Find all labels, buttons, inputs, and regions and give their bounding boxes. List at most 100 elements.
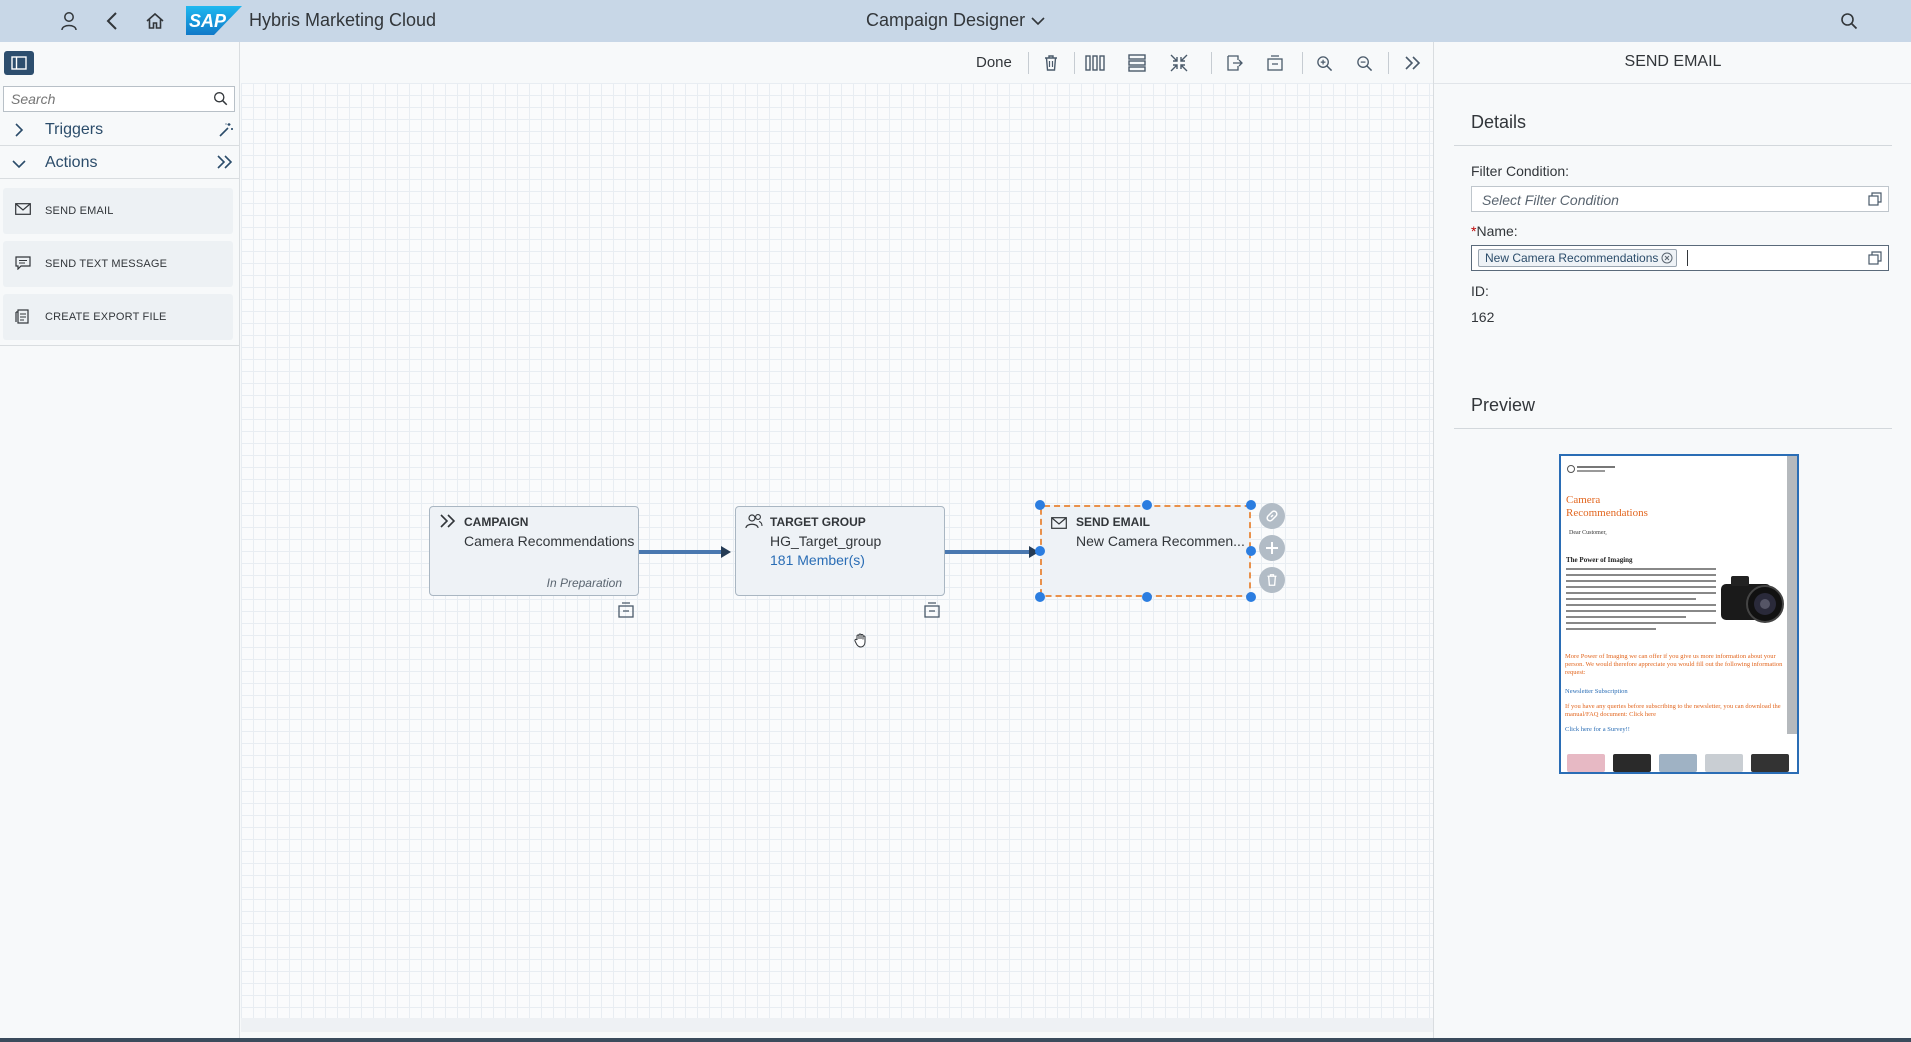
sidebar-toggle-button[interactable]: [4, 51, 34, 75]
filter-condition-field[interactable]: Select Filter Condition: [1471, 186, 1889, 212]
columns-icon: [1085, 55, 1105, 71]
name-label-text: Name:: [1476, 223, 1518, 239]
node-status: In Preparation: [546, 576, 622, 590]
panel-title: SEND EMAIL: [1624, 53, 1722, 70]
preview-survey-link: Click here for a Survey!!: [1565, 726, 1630, 733]
search-icon[interactable]: [1836, 8, 1862, 34]
expand-box-icon: [1227, 55, 1243, 71]
preview-title: Preview: [1471, 395, 1536, 415]
preview-queries-text: If you have any queries before subscribi…: [1565, 703, 1781, 718]
canvas-scrollbar[interactable]: [241, 1018, 1433, 1032]
align-columns-button[interactable]: [1083, 52, 1107, 74]
envelope-icon: [15, 203, 31, 215]
node-send-email[interactable]: SEND EMAIL New Camera Recommen...: [1040, 505, 1251, 597]
divider: [0, 345, 240, 346]
link-node-button[interactable]: [1259, 503, 1285, 529]
toolbar-separator: [1028, 52, 1029, 74]
user-profile-icon[interactable]: [56, 8, 82, 34]
filter-condition-placeholder: Select Filter Condition: [1482, 192, 1619, 208]
name-token[interactable]: New Camera Recommendations: [1478, 249, 1678, 267]
sap-logo[interactable]: SAP: [186, 6, 242, 35]
align-rows-button[interactable]: [1125, 52, 1149, 74]
rows-icon: [1128, 54, 1146, 72]
value-help-icon[interactable]: [1868, 251, 1882, 265]
people-icon: [745, 514, 763, 529]
preview-greeting: Dear Customer,: [1569, 530, 1607, 536]
value-help-icon[interactable]: [1868, 192, 1882, 206]
node-member-count[interactable]: 181 Member(s): [770, 552, 865, 568]
connector-line[interactable]: [943, 550, 1033, 554]
double-chevron-right-icon[interactable]: [216, 155, 234, 169]
done-button[interactable]: Done: [976, 54, 1012, 71]
back-icon[interactable]: [99, 8, 125, 34]
resize-handle[interactable]: [1246, 546, 1256, 556]
resize-handle[interactable]: [1035, 592, 1045, 602]
name-token-text: New Camera Recommendations: [1485, 251, 1659, 265]
action-send-email[interactable]: SEND EMAIL: [3, 188, 233, 234]
campaign-designer-menu[interactable]: Campaign Designer: [866, 10, 1045, 31]
double-chevron-right-icon: [440, 514, 456, 528]
details-title: Details: [1471, 112, 1527, 132]
email-preview[interactable]: Camera Recommendations Dear Customer, Th…: [1559, 454, 1799, 774]
tree-group-actions[interactable]: Actions: [0, 147, 240, 179]
delete-node-button[interactable]: [1259, 567, 1285, 593]
more-button[interactable]: [1401, 52, 1425, 74]
preview-body-text: [1566, 568, 1716, 634]
chevron-right-icon: [15, 123, 24, 137]
collapse-box-icon: [1267, 55, 1283, 71]
resize-handle[interactable]: [1246, 592, 1256, 602]
palette-search[interactable]: [3, 86, 235, 112]
envelope-icon: [1051, 517, 1067, 529]
preview-scrollbar[interactable]: [1787, 456, 1797, 734]
app-title: Hybris Marketing Cloud: [249, 10, 437, 30]
resize-handle[interactable]: [1246, 500, 1256, 510]
export-file-icon: [15, 309, 29, 324]
resize-handle[interactable]: [1142, 500, 1152, 510]
action-label: SEND EMAIL: [45, 205, 114, 217]
search-input[interactable]: [4, 87, 204, 111]
action-create-export-file[interactable]: CREATE EXPORT FILE: [3, 294, 233, 340]
id-value: 162: [1471, 309, 1495, 325]
expand-node-button[interactable]: [1223, 52, 1247, 74]
resize-handle[interactable]: [1142, 592, 1152, 602]
bottom-bar: [0, 1038, 1911, 1042]
name-field[interactable]: New Camera Recommendations: [1471, 245, 1889, 271]
node-name: New Camera Recommen...: [1076, 533, 1245, 549]
zoom-out-button[interactable]: [1352, 52, 1376, 74]
panel-icon: [11, 56, 27, 70]
preview-headline: Camera Recommendations: [1566, 494, 1648, 519]
search-icon[interactable]: [213, 91, 228, 106]
toolbar-separator: [1388, 52, 1389, 74]
connector-arrow: [1029, 546, 1039, 558]
filter-condition-label: Filter Condition:: [1471, 163, 1570, 179]
link-icon: [1266, 510, 1278, 522]
toolbar-separator: [1074, 52, 1075, 74]
magic-wand-icon[interactable]: [218, 122, 234, 138]
node-collapse-icon[interactable]: [924, 602, 940, 618]
node-campaign[interactable]: CAMPAIGN Camera Recommendations In Prepa…: [429, 506, 639, 596]
collapse-node-button[interactable]: [1263, 52, 1287, 74]
connector-line[interactable]: [637, 550, 725, 554]
tree-group-triggers[interactable]: Triggers: [0, 114, 240, 146]
add-node-button[interactable]: [1259, 535, 1285, 561]
preview-camera-thumbnails: [1567, 754, 1795, 772]
resize-handle[interactable]: [1035, 546, 1045, 556]
page-title: Campaign Designer: [866, 10, 1026, 30]
hand-cursor-icon: [854, 633, 866, 648]
collapse-button[interactable]: [1167, 52, 1191, 74]
divider: [1434, 83, 1911, 84]
toolbar-separator: [1302, 52, 1303, 74]
design-canvas[interactable]: CAMPAIGN Camera Recommendations In Prepa…: [241, 83, 1433, 1018]
resize-handle[interactable]: [1035, 500, 1045, 510]
action-send-text-message[interactable]: SEND TEXT MESSAGE: [3, 241, 233, 287]
delete-button[interactable]: [1039, 52, 1063, 74]
node-collapse-icon[interactable]: [618, 602, 634, 618]
node-target-group[interactable]: TARGET GROUP HG_Target_group 181 Member(…: [735, 506, 945, 596]
chevron-down-icon: [1031, 16, 1045, 25]
toolbar-separator: [1211, 52, 1212, 74]
id-label: ID:: [1471, 283, 1489, 299]
zoom-in-button[interactable]: [1312, 52, 1336, 74]
remove-token-icon[interactable]: [1661, 252, 1673, 264]
home-icon[interactable]: [142, 8, 168, 34]
chevron-down-icon: [12, 160, 26, 169]
